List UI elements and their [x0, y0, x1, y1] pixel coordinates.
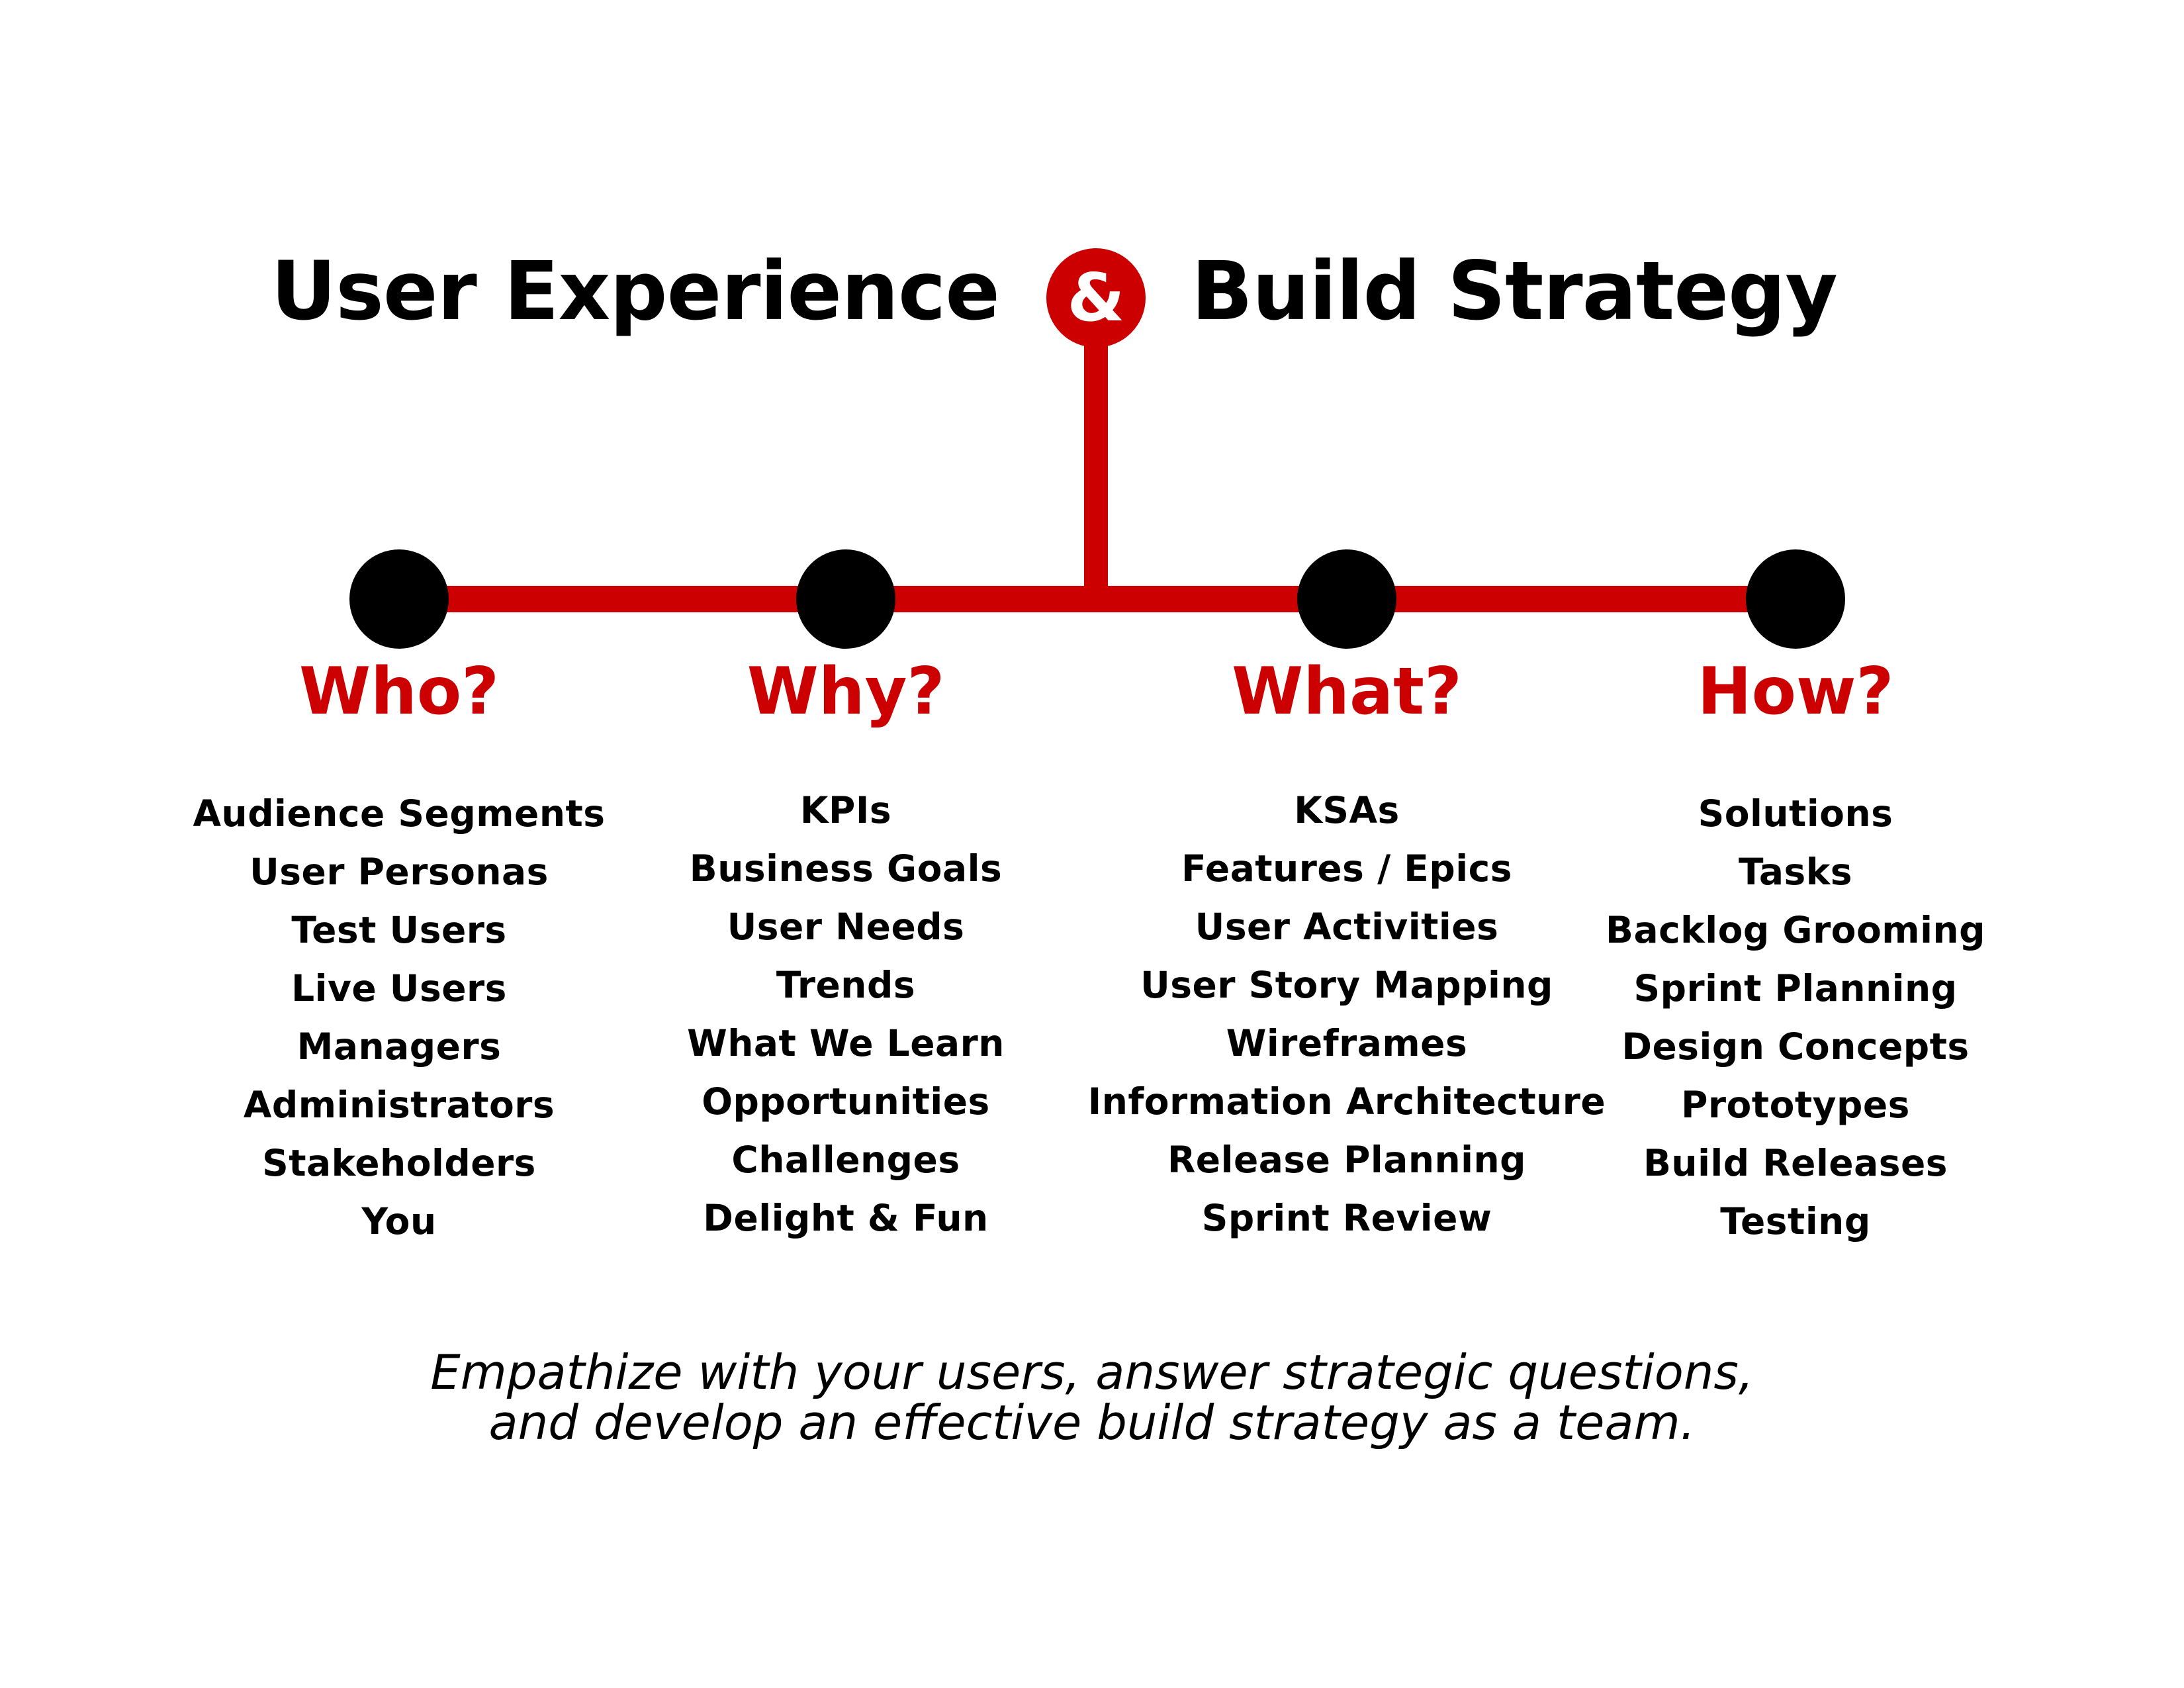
list-item: Wireframes — [1226, 1022, 1468, 1064]
list-item: Stakeholders — [262, 1142, 536, 1184]
list-item: Information Architecture — [1087, 1080, 1606, 1123]
list-item: Sprint Planning — [1633, 967, 1958, 1009]
list-item: Sprint Review — [1201, 1197, 1492, 1239]
list-item: Business Goals — [689, 847, 1003, 890]
list-item: Test Users — [291, 909, 507, 951]
node-what — [1297, 549, 1396, 649]
list-item: You — [361, 1200, 437, 1243]
list-item: Trends — [776, 964, 916, 1006]
list-item: Live Users — [291, 967, 507, 1009]
list-item: Opportunities — [702, 1080, 990, 1123]
list-item: Build Releases — [1643, 1142, 1948, 1184]
list-item: Audience Segments — [193, 792, 606, 835]
question-what: What? — [1232, 654, 1462, 729]
tagline-line-2: and develop an effective build strategy … — [488, 1395, 1696, 1450]
node-who — [349, 549, 449, 649]
question-how: How? — [1697, 654, 1894, 729]
question-why: Why? — [747, 654, 945, 729]
list-item: Solutions — [1698, 792, 1893, 835]
list-item: Challenges — [731, 1139, 960, 1181]
list-item: Managers — [296, 1025, 502, 1068]
list-who: Audience Segments User Personas Test Use… — [128, 784, 670, 1250]
list-what: KSAs Features / Epics User Activities Us… — [1075, 781, 1618, 1247]
list-item: Prototypes — [1681, 1084, 1910, 1126]
list-item: KSAs — [1294, 789, 1400, 831]
list-item: Tasks — [1738, 851, 1853, 893]
list-item: User Story Mapping — [1140, 964, 1553, 1006]
tagline: Empathize with your users, answer strate… — [0, 1347, 2184, 1448]
ampersand-badge — [1046, 248, 1146, 348]
title-user-experience: User Experience — [271, 244, 1000, 338]
list-item: User Personas — [250, 851, 549, 893]
list-item: Design Concepts — [1621, 1025, 1970, 1068]
question-who: Who? — [298, 654, 500, 729]
node-why — [796, 549, 895, 649]
tagline-line-1: Empathize with your users, answer strate… — [430, 1344, 1754, 1400]
list-why: KPIs Business Goals User Needs Trends Wh… — [574, 781, 1117, 1247]
list-how: Solutions Tasks Backlog Grooming Sprint … — [1524, 784, 2067, 1250]
list-item: Backlog Grooming — [1606, 909, 1985, 951]
ampersand-label: & — [1067, 259, 1125, 336]
list-item: User Activities — [1195, 906, 1499, 948]
list-item: User Needs — [727, 906, 965, 948]
list-item: Administrators — [243, 1084, 555, 1126]
list-item: KPIs — [799, 789, 892, 831]
list-item: Features / Epics — [1181, 847, 1512, 890]
list-item: Release Planning — [1167, 1139, 1527, 1181]
list-item: Delight & Fun — [703, 1197, 989, 1239]
list-item: Testing — [1720, 1200, 1871, 1243]
list-item: What We Learn — [687, 1022, 1005, 1064]
title-build-strategy: Build Strategy — [1191, 244, 1838, 338]
node-how — [1746, 549, 1845, 649]
